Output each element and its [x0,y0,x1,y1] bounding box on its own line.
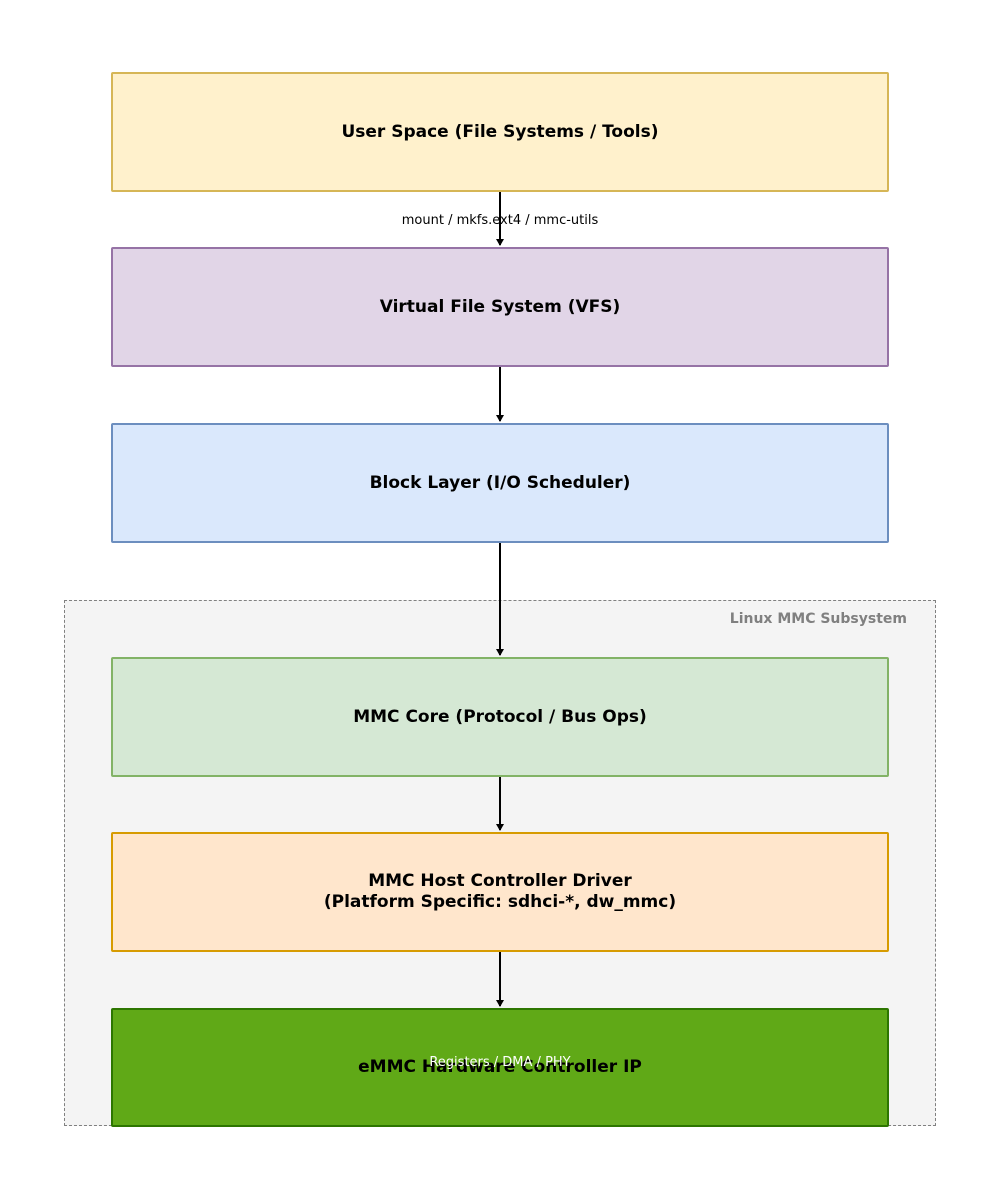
edge-label-registers: Registers / DMA / PHY [429,1055,571,1070]
vfs-layer: Virtual File System (VFS) [111,247,889,367]
block-layer: Block Layer (I/O Scheduler) [111,423,889,543]
group-label: Linux MMC Subsystem [729,611,907,627]
user-space-layer: User Space (File Systems / Tools) [111,72,889,192]
host-controller-driver-layer: MMC Host Controller Driver (Platform Spe… [111,832,889,952]
edge-label-mount: mount / mkfs.ext4 / mmc-utils [401,213,599,228]
emmc-hardware-controller-layer: eMMC Hardware Controller IP [111,1008,889,1127]
mmc-core-layer: MMC Core (Protocol / Bus Ops) [111,657,889,777]
